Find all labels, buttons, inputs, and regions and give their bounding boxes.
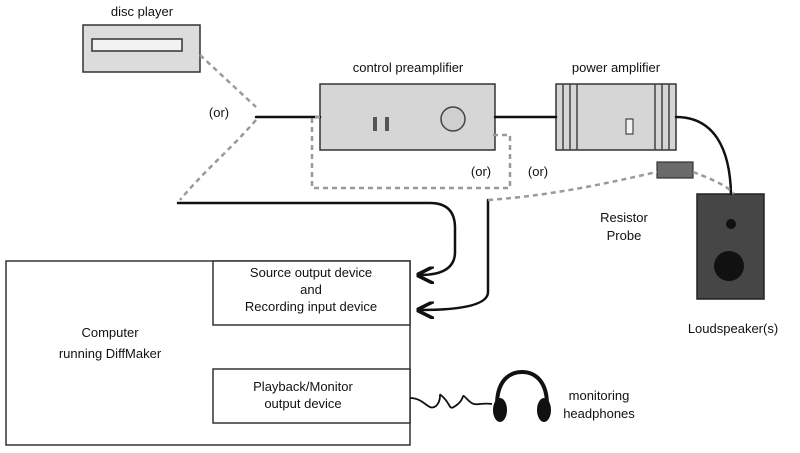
woofer-icon	[714, 251, 744, 281]
computer-label-line2: running DiffMaker	[59, 346, 162, 361]
disc-player-tray	[91, 38, 183, 52]
resistor-probe-body	[656, 161, 694, 179]
headphones-right-ear-icon	[537, 398, 551, 422]
resistor-label-line1: Resistor	[600, 210, 648, 225]
monitoring-headphones: monitoring headphones	[409, 369, 635, 422]
power-amp-body	[555, 83, 677, 151]
preamp-switch-1	[373, 117, 377, 131]
preamp-label: control preamplifier	[353, 60, 464, 75]
headphones-label-line2: headphones	[563, 406, 635, 421]
solid-connections	[176, 115, 733, 310]
source-device-label-line1: Source output device	[250, 265, 372, 280]
headphones-left-ear-icon	[493, 398, 507, 422]
power-amp-label: power amplifier	[572, 60, 661, 75]
playback-label-line1: Playback/Monitor	[253, 379, 353, 394]
dashed-probe-to-speaker-wire	[692, 170, 736, 195]
source-recording-device-box	[212, 260, 411, 326]
source-device-label-line2: and	[300, 282, 322, 297]
preamp-knob-icon	[440, 106, 466, 132]
recording-input-wire	[420, 198, 490, 310]
headphone-cord	[409, 393, 493, 409]
dashed-disc-player-wire	[199, 54, 257, 108]
wire-amp-to-speaker	[674, 115, 733, 196]
headphones-band	[495, 369, 549, 406]
loudspeaker-cabinet	[696, 193, 765, 300]
playback-label-line2: output device	[264, 396, 341, 411]
control-preamplifier: control preamplifier	[319, 60, 496, 151]
loudspeaker: Loudspeaker(s)	[688, 193, 778, 336]
source-output-wire	[176, 201, 457, 275]
dashed-alt-source-wire	[179, 119, 257, 201]
loudspeaker-label: Loudspeaker(s)	[688, 321, 778, 336]
or-label-right: (or)	[528, 164, 548, 179]
resistor-label-line2: Probe	[607, 228, 642, 243]
dashed-connections	[179, 54, 736, 202]
computer-label-line1: Computer	[81, 325, 139, 340]
disc-player-label: disc player	[111, 4, 174, 19]
power-amp-switch-icon	[625, 118, 634, 135]
dashed-probe-wire	[487, 170, 658, 202]
dashed-preamp-loop-wire	[310, 115, 512, 190]
power-amplifier: power amplifier	[555, 60, 677, 151]
computer-block: Computer running DiffMaker Source output…	[5, 260, 411, 446]
disc-player: disc player	[82, 4, 201, 73]
tweeter-icon	[726, 219, 736, 229]
resistor-probe: Resistor Probe	[600, 161, 694, 243]
preamp-body	[319, 83, 496, 151]
playback-device-box	[212, 368, 411, 424]
headphones-label-line1: monitoring	[569, 388, 630, 403]
or-label-center: (or)	[471, 164, 491, 179]
or-label-left: (or)	[209, 105, 229, 120]
preamp-switch-2	[385, 117, 389, 131]
source-device-label-line3: Recording input device	[245, 299, 377, 314]
